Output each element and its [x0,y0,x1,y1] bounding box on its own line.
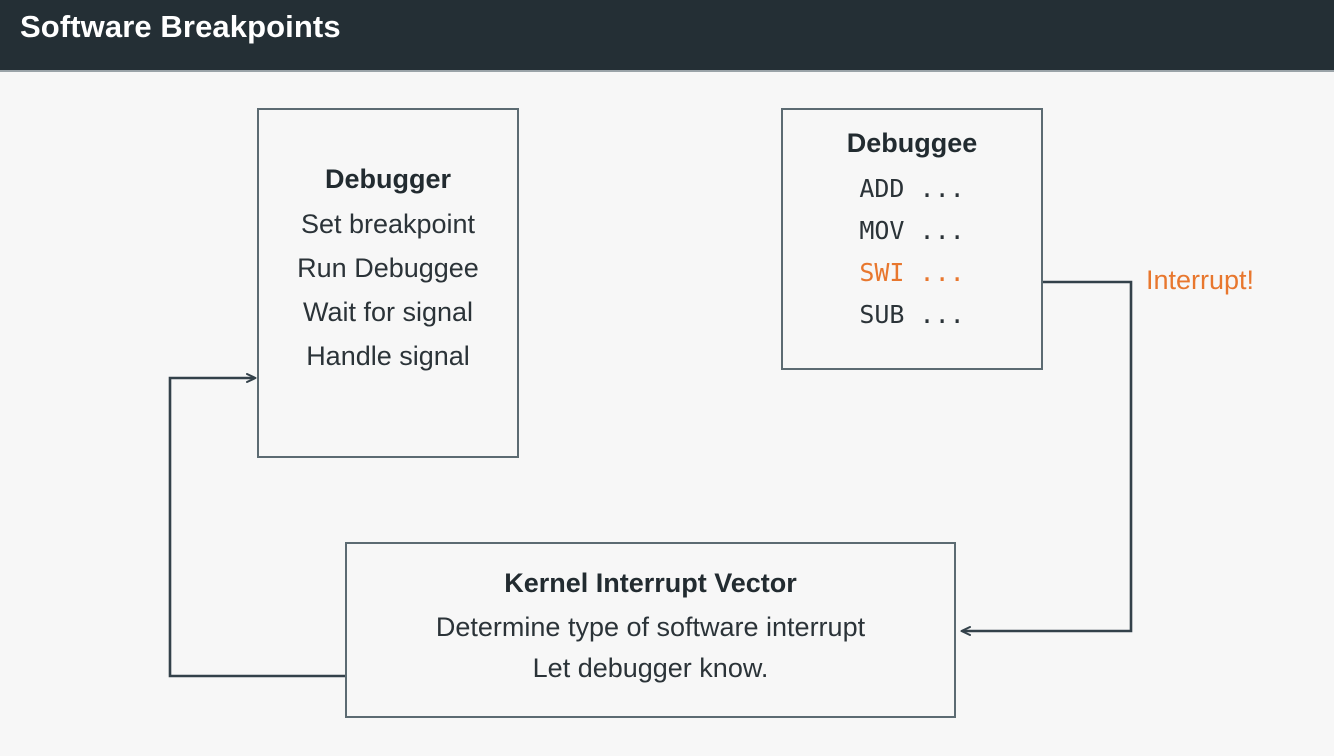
kernel-node-title: Kernel Interrupt Vector [504,568,797,598]
debuggee-instruction-swi: SWI ... [859,258,965,287]
kernel-line-1: Determine type of software interrupt [435,612,866,642]
debugger-node-title: Debugger [324,164,451,194]
debugger-step-2: Run Debuggee [297,253,479,283]
debugger-step-4: Handle signal [306,341,470,371]
kernel-interrupt-vector-node: Kernel Interrupt Vector Determine type o… [345,542,956,718]
debuggee-node-title: Debuggee [846,128,978,158]
debugger-step-3: Wait for signal [302,297,474,327]
debuggee-instruction-add: ADD ... [859,174,965,203]
debuggee-node: Debuggee ADD ... MOV ... SWI ... SUB ... [781,108,1043,370]
interrupt-annotation-label: Interrupt! [1146,265,1255,295]
debuggee-instruction-sub: SUB ... [859,300,965,329]
slide-header-bar: Software Breakpoints [0,0,1334,72]
debugger-step-1: Set breakpoint [300,209,476,239]
debuggee-instruction-mov: MOV ... [859,216,965,245]
debugger-node: Debugger Set breakpoint Run Debuggee Wai… [257,108,519,458]
kernel-line-2: Let debugger know. [532,653,769,683]
page-title: Software Breakpoints [20,9,341,44]
